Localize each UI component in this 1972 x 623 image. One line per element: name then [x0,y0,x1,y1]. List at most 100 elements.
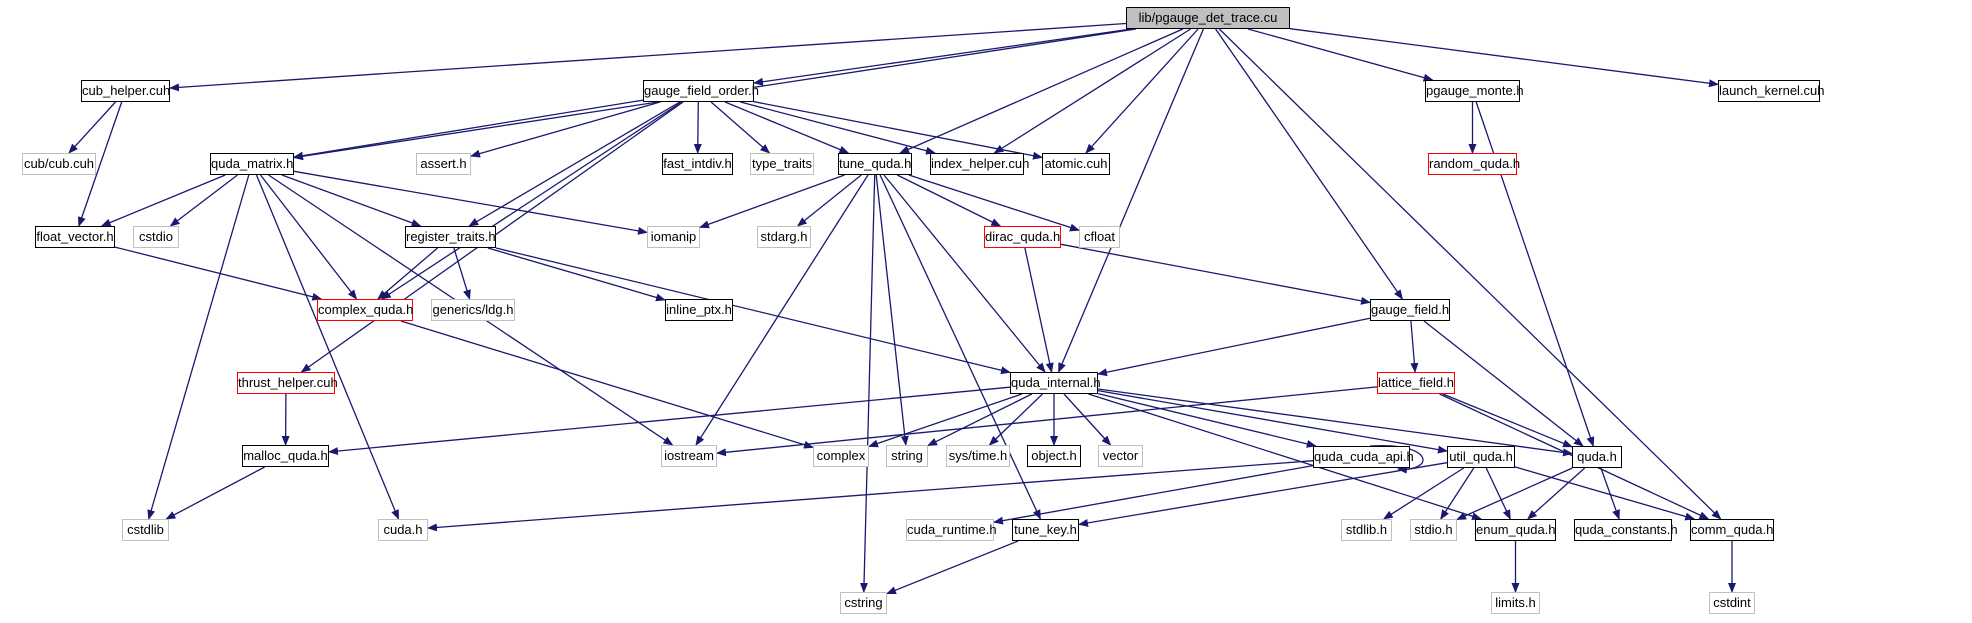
node-object[interactable]: object.h [1027,445,1081,467]
edge-tune-quda-to-iomanip [699,174,845,229]
node-iostream[interactable]: iostream [661,445,717,467]
edge-quda-internal-to-malloc-quda [328,386,1011,456]
edge-root-to-launch-kernel [1289,28,1719,88]
node-fast-intdiv[interactable]: fast_intdiv.h [662,153,733,175]
edge-dirac-quda-to-quda-internal [1024,247,1054,373]
node-float-vector[interactable]: float_vector.h [35,226,115,248]
node-stdio[interactable]: stdio.h [1410,519,1457,541]
node-cuda-runtime[interactable]: cuda_runtime.h [906,519,997,541]
node-lattice-field[interactable]: lattice_field.h [1377,372,1455,394]
edge-dirac-quda-to-gauge-field [1060,243,1371,305]
node-enum-quda[interactable]: enum_quda.h [1475,519,1556,541]
edge-register-traits-to-quda-internal [495,247,1011,375]
edge-gauge-field-order-to-quda-matrix [293,99,644,160]
node-limits[interactable]: limits.h [1491,592,1540,614]
node-cstring[interactable]: cstring [840,592,887,614]
edge-tune-quda-to-tune-key [879,174,1041,520]
edge-gauge-field-order-to-type-traits [710,101,771,154]
node-inline-ptx[interactable]: inline_ptx.h [665,299,733,321]
node-assert[interactable]: assert.h [416,153,471,175]
node-atomic[interactable]: atomic.cuh [1042,153,1110,175]
node-comm-quda[interactable]: comm_quda.h [1690,519,1774,541]
node-quda-internal[interactable]: quda_internal.h [1010,372,1101,394]
node-quda-constants[interactable]: quda_constants.h [1574,519,1678,541]
node-random-quda[interactable]: random_quda.h [1428,153,1520,175]
edge-tune-quda-to-iostream [695,174,869,446]
edge-quda-internal-to-sys-time [988,393,1043,446]
edge-root-to-atomic [1085,28,1199,154]
node-tune-key[interactable]: tune_key.h [1012,519,1079,541]
edge-quda-matrix-to-cuda [255,174,400,520]
edge-gauge-field-order-to-complex-quda [380,101,683,300]
node-register-traits[interactable]: register_traits.h [405,226,496,248]
edge-root-to-cub-helper [169,22,1127,92]
edge-root-to-gauge-field-order [753,28,1132,86]
edge-register-traits-to-complex-quda [377,247,439,300]
node-type-traits[interactable]: type_traits [750,153,814,175]
node-cstdlib[interactable]: cstdlib [122,519,169,541]
node-dirac-quda[interactable]: dirac_quda.h [984,226,1061,248]
node-util-quda[interactable]: util_quda.h [1447,446,1515,468]
node-gauge-field-order[interactable]: gauge_field_order.h [643,80,759,102]
edge-util-quda-to-tune-key [1078,462,1448,527]
edge-lattice-field-to-iostream [716,386,1378,457]
node-stdlib[interactable]: stdlib.h [1341,519,1392,541]
edge-util-quda-to-stdlib [1382,467,1465,520]
node-stdarg[interactable]: stdarg.h [757,226,811,248]
edge-quda-to-stdio [1456,467,1573,521]
node-index-helper[interactable]: index_helper.cuh [930,153,1029,175]
edge-tune-quda-to-string [875,174,909,446]
edge-util-quda-to-stdio [1440,467,1475,520]
node-malloc-quda[interactable]: malloc_quda.h [242,445,329,467]
edge-quda-internal-to-vector [1063,393,1112,446]
node-generics-ldg[interactable]: generics/ldg.h [431,299,515,321]
edge-quda-cuda-api-to-cuda-runtime [993,464,1314,525]
edge-root-to-index-helper [993,28,1191,154]
node-gauge-field[interactable]: gauge_field.h [1370,299,1450,321]
edge-float-vector-to-complex-quda [114,246,323,301]
edge-malloc-quda-to-cstdlib [165,466,266,520]
node-quda-matrix[interactable]: quda_matrix.h [210,153,294,175]
edge-root-to-comm-quda [1218,28,1722,520]
node-quda[interactable]: quda.h [1572,446,1622,468]
edge-gauge-field-order-to-assert [470,101,661,158]
edge-tune-quda-to-cstring [860,174,876,593]
node-cub-cub[interactable]: cub/cub.cuh [22,153,96,175]
edge-gauge-field-order-to-register-traits [468,101,681,227]
edge-register-traits-to-generics-ldg [453,247,471,300]
node-pgauge-monte[interactable]: pgauge_monte.h [1425,80,1524,102]
node-complex[interactable]: complex [813,445,869,467]
edge-tune-quda-to-stdarg [796,174,862,227]
node-cstdint[interactable]: cstdint [1709,592,1755,614]
node-complex-quda[interactable]: complex_quda.h [317,299,413,321]
node-string[interactable]: string [886,445,928,467]
edge-cub-helper-to-float-vector [77,101,123,227]
edge-quda-matrix-to-cstdio [169,174,238,227]
edge-util-quda-to-enum-quda [1485,467,1511,520]
node-tune-quda[interactable]: tune_quda.h [838,153,912,175]
edge-quda-matrix-to-float-vector [100,174,226,227]
edge-quda-internal-to-quda [1097,388,1573,457]
edge-lattice-field-to-quda [1442,393,1573,448]
node-root-file[interactable]: lib/pgauge_det_trace.cu [1126,7,1290,29]
node-vector[interactable]: vector [1098,445,1143,467]
edge-quda-internal-to-util-quda [1097,389,1448,454]
edge-cub-helper-to-cub-cub [68,101,116,154]
node-iomanip[interactable]: iomanip [647,226,700,248]
edge-quda-matrix-to-iomanip [293,170,648,235]
edge-quda-matrix-to-cstdlib [147,174,250,520]
edge-tune-key-to-cstring [886,540,1019,595]
node-cfloat[interactable]: cfloat [1079,226,1120,248]
node-cub-helper[interactable]: cub_helper.cuh [81,80,170,102]
node-sys-time[interactable]: sys/time.h [946,445,1010,467]
node-cstdio[interactable]: cstdio [133,226,179,248]
node-launch-kernel[interactable]: launch_kernel.cuh [1718,80,1825,102]
edge-gauge-field-to-lattice-field [1410,320,1419,373]
edge-quda-internal-to-string [927,393,1033,447]
node-quda-cuda-api[interactable]: quda_cuda_api.h [1313,446,1414,468]
node-thrust-helper[interactable]: thrust_helper.cuh [237,372,338,394]
node-cuda[interactable]: cuda.h [378,519,428,541]
edge-quda-internal-to-complex [868,393,1023,448]
